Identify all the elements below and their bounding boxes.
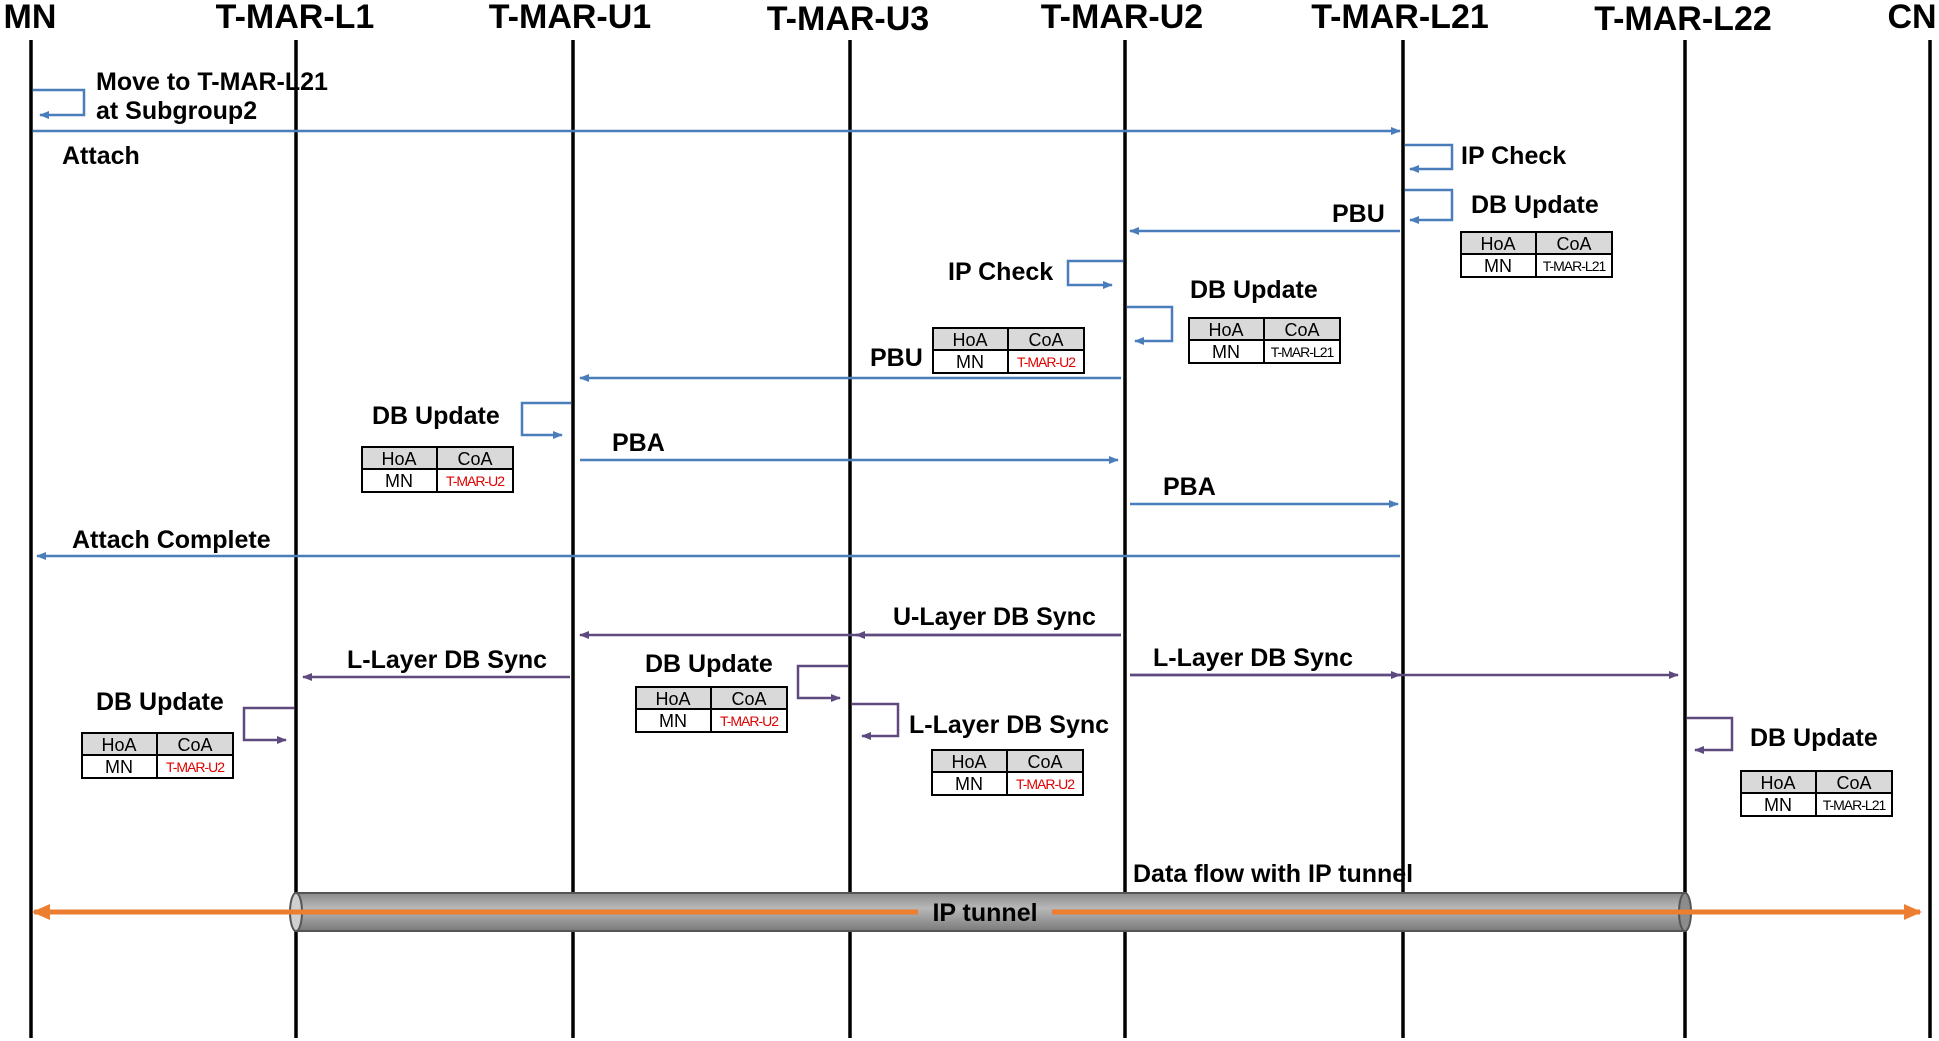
table-header-coa: CoA — [1836, 773, 1871, 793]
table-coa-value: T-MAR-U2 — [1016, 776, 1075, 792]
table-header-coa: CoA — [731, 689, 766, 709]
move-self-arrow — [33, 88, 86, 119]
entity-headers: MN T-MAR-L1 T-MAR-U1 T-MAR-U3 T-MAR-U2 T… — [4, 0, 1937, 38]
db-update-l21-label: DB Update — [1471, 191, 1599, 219]
header-t-mar-l21: T-MAR-L21 — [1311, 0, 1489, 36]
header-cn: CN — [1887, 0, 1936, 36]
pba-u1-label: PBA — [612, 429, 665, 457]
header-mn: MN — [4, 0, 57, 36]
table-header-hoa: HoA — [952, 330, 987, 350]
db-update-u2-label: DB Update — [1190, 276, 1318, 304]
binding-table-l22: HoA CoA MN T-MAR-L21 — [1740, 770, 1893, 817]
u-layer-sync-label: U-Layer DB Sync — [893, 603, 1096, 631]
l-layer-sync-u3-label: L-Layer DB Sync — [909, 711, 1109, 739]
binding-table-l21: HoA CoA MN T-MAR-L21 — [1460, 231, 1613, 278]
db-update-u1-arrow — [520, 401, 571, 439]
table-hoa-value: MN — [1212, 342, 1240, 362]
ip-check-l21-arrow — [1405, 143, 1454, 173]
table-coa-value: T-MAR-U2 — [166, 759, 225, 775]
binding-table-l1: HoA CoA MN T-MAR-U2 — [81, 732, 234, 779]
ip-check-l21-label: IP Check — [1461, 142, 1566, 170]
table-header-hoa: HoA — [1480, 234, 1515, 254]
l-layer-sync-u1-label: L-Layer DB Sync — [347, 646, 547, 674]
attach-complete-label: Attach Complete — [72, 526, 271, 554]
table-coa-value: T-MAR-L21 — [1271, 344, 1335, 360]
data-flow-label: Data flow with IP tunnel — [1133, 860, 1413, 888]
header-t-mar-l22: T-MAR-L22 — [1594, 0, 1772, 38]
table-header-coa: CoA — [177, 735, 212, 755]
table-coa-value: T-MAR-L21 — [1543, 258, 1607, 274]
header-t-mar-u1: T-MAR-U1 — [489, 0, 651, 36]
db-update-u2-arrow — [1127, 305, 1174, 345]
table-header-hoa: HoA — [1760, 773, 1795, 793]
ip-check-u2-arrow — [1066, 259, 1123, 289]
table-header-coa: CoA — [1027, 752, 1062, 772]
pba-u2-label: PBA — [1163, 473, 1216, 501]
db-update-l1-label: DB Update — [96, 688, 224, 716]
table-header-coa: CoA — [1284, 320, 1319, 340]
binding-table-u3: HoA CoA MN T-MAR-U2 — [635, 686, 788, 733]
ip-check-u2-label: IP Check — [948, 258, 1053, 286]
table-header-hoa: HoA — [381, 449, 416, 469]
lifelines — [29, 40, 1932, 1038]
header-t-mar-l1: T-MAR-L1 — [216, 0, 375, 36]
table-hoa-value: MN — [956, 352, 984, 372]
header-t-mar-u2: T-MAR-U2 — [1041, 0, 1203, 36]
binding-table-u3b: HoA CoA MN T-MAR-U2 — [931, 749, 1084, 796]
table-hoa-value: MN — [385, 471, 413, 491]
db-update-u3-label: DB Update — [645, 650, 773, 678]
table-hoa-value: MN — [1484, 256, 1512, 276]
pbu-l21-label: PBU — [1332, 200, 1385, 228]
table-hoa-value: MN — [1764, 795, 1792, 815]
table-header-hoa: HoA — [951, 752, 986, 772]
table-header-hoa: HoA — [1208, 320, 1243, 340]
move-label-line1: Move to T-MAR-L21 — [96, 68, 328, 96]
table-hoa-value: MN — [105, 757, 133, 777]
db-update-u3-arrow — [796, 664, 848, 702]
table-coa-value: T-MAR-U2 — [446, 473, 505, 489]
move-label-line2: at Subgroup2 — [96, 97, 257, 125]
table-header-coa: CoA — [1556, 234, 1591, 254]
ip-tunnel-label: IP tunnel — [932, 899, 1037, 927]
db-update-l22-arrow — [1687, 716, 1734, 754]
l-layer-sync-u3-arrow — [852, 702, 900, 740]
db-update-l1-arrow — [242, 706, 294, 744]
table-coa-value: T-MAR-U2 — [720, 713, 779, 729]
binding-table-u2: HoA CoA MN T-MAR-L21 — [1188, 317, 1341, 364]
binding-table-u1: HoA CoA MN T-MAR-U2 — [361, 446, 514, 493]
table-coa-value: T-MAR-L21 — [1823, 797, 1887, 813]
attach-label: Attach — [62, 142, 140, 170]
table-hoa-value: MN — [955, 774, 983, 794]
db-update-l22-label: DB Update — [1750, 724, 1878, 752]
table-header-coa: CoA — [1028, 330, 1063, 350]
table-header-hoa: HoA — [101, 735, 136, 755]
table-coa-value: T-MAR-U2 — [1017, 354, 1076, 370]
table-header-hoa: HoA — [655, 689, 690, 709]
pbu-u2-label: PBU — [870, 344, 923, 372]
l-layer-sync-u2-label: L-Layer DB Sync — [1153, 644, 1353, 672]
db-update-l21-arrow — [1405, 188, 1454, 224]
table-hoa-value: MN — [659, 711, 687, 731]
table-header-coa: CoA — [457, 449, 492, 469]
db-update-u1-label: DB Update — [372, 402, 500, 430]
binding-table-u2-pbu: HoA CoA MN T-MAR-U2 — [932, 327, 1085, 374]
header-t-mar-u3: T-MAR-U3 — [767, 0, 929, 38]
